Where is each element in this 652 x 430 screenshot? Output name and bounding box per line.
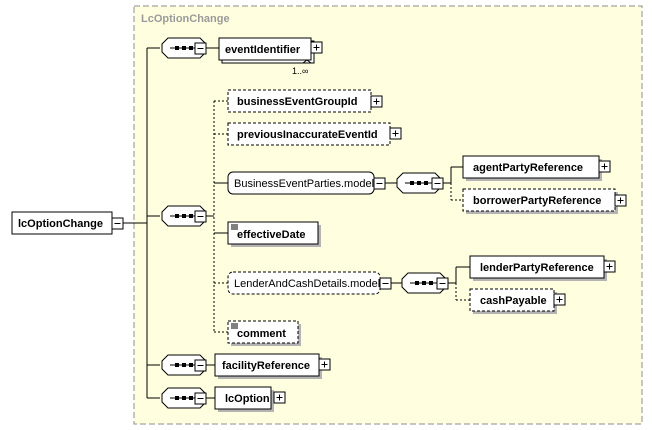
element-eventIdentifier[interactable]: eventIdentifier	[218, 37, 315, 64]
element-effectiveDate[interactable]: effectiveDate	[227, 221, 321, 247]
element-cashPayable[interactable]: cashPayable	[469, 288, 557, 314]
group-label: LenderAndCashDetails.model	[234, 278, 380, 290]
element-previousInaccurateEventId[interactable]: previousInaccurateEventId	[227, 122, 391, 146]
expand-plus-icon[interactable]	[370, 95, 383, 108]
element-label: eventIdentifier	[225, 44, 301, 56]
element-agentPartyReference[interactable]: agentPartyReference	[462, 155, 602, 181]
expand-plus-icon[interactable]	[273, 391, 286, 404]
repeat-marker-icon	[302, 59, 312, 64]
element-businessEventGroupId[interactable]: businessEventGroupId	[227, 89, 372, 113]
collapse-minus-icon[interactable]	[111, 217, 124, 230]
element-label: previousInaccurateEventId	[237, 129, 378, 141]
element-label: effectiveDate	[237, 229, 305, 241]
complex-type-title: LcOptionChange	[141, 13, 230, 25]
collapse-minus-icon[interactable]	[379, 277, 392, 290]
collapse-minus-icon[interactable]	[194, 42, 207, 55]
element-label: cashPayable	[480, 295, 547, 307]
required-connector-lines-2	[214, 166, 470, 284]
occurrence-label: 1..∞	[292, 66, 308, 76]
element-facilityReference[interactable]: facilityReference	[214, 353, 322, 379]
collapse-minus-icon[interactable]	[194, 210, 207, 223]
element-lcOption[interactable]: lcOption	[214, 386, 274, 412]
connector-lines	[123, 47, 402, 399]
expand-plus-icon[interactable]	[614, 194, 627, 207]
element-borrowerPartyReference[interactable]: borrowerPartyReference	[462, 188, 618, 214]
element-label: facilityReference	[222, 360, 310, 372]
element-label: comment	[237, 328, 286, 340]
expand-plus-icon[interactable]	[389, 127, 402, 140]
group-BusinessEventParties-model[interactable]: BusinessEventParties.model	[227, 171, 375, 195]
root-element-lcOptionChange[interactable]: lcOptionChange	[11, 211, 113, 235]
element-comment[interactable]: comment	[227, 320, 301, 346]
group-LenderAndCashDetails-model[interactable]: LenderAndCashDetails.model	[227, 271, 381, 295]
root-element-label: lcOptionChange	[18, 218, 103, 230]
element-label: lenderPartyReference	[480, 262, 594, 274]
element-label: agentPartyReference	[473, 162, 583, 174]
expand-plus-icon[interactable]	[318, 358, 331, 371]
expand-plus-icon[interactable]	[598, 160, 611, 173]
collapse-minus-icon[interactable]	[431, 177, 444, 190]
collapse-minus-icon[interactable]	[436, 277, 449, 290]
collapse-minus-icon[interactable]	[194, 392, 207, 405]
complex-type-box: LcOptionChange	[133, 5, 643, 425]
expand-plus-icon[interactable]	[310, 41, 323, 54]
expand-plus-icon[interactable]	[553, 293, 566, 306]
element-label: lcOption	[225, 393, 270, 405]
collapse-minus-icon[interactable]	[194, 359, 207, 372]
element-label: borrowerPartyReference	[473, 195, 601, 207]
element-label: businessEventGroupId	[237, 96, 357, 108]
collapse-minus-icon[interactable]	[373, 177, 386, 190]
group-label: BusinessEventParties.model	[234, 178, 374, 190]
optional-connector-lines	[213, 100, 470, 333]
expand-plus-icon[interactable]	[603, 260, 616, 273]
element-lenderPartyReference[interactable]: lenderPartyReference	[469, 255, 607, 281]
